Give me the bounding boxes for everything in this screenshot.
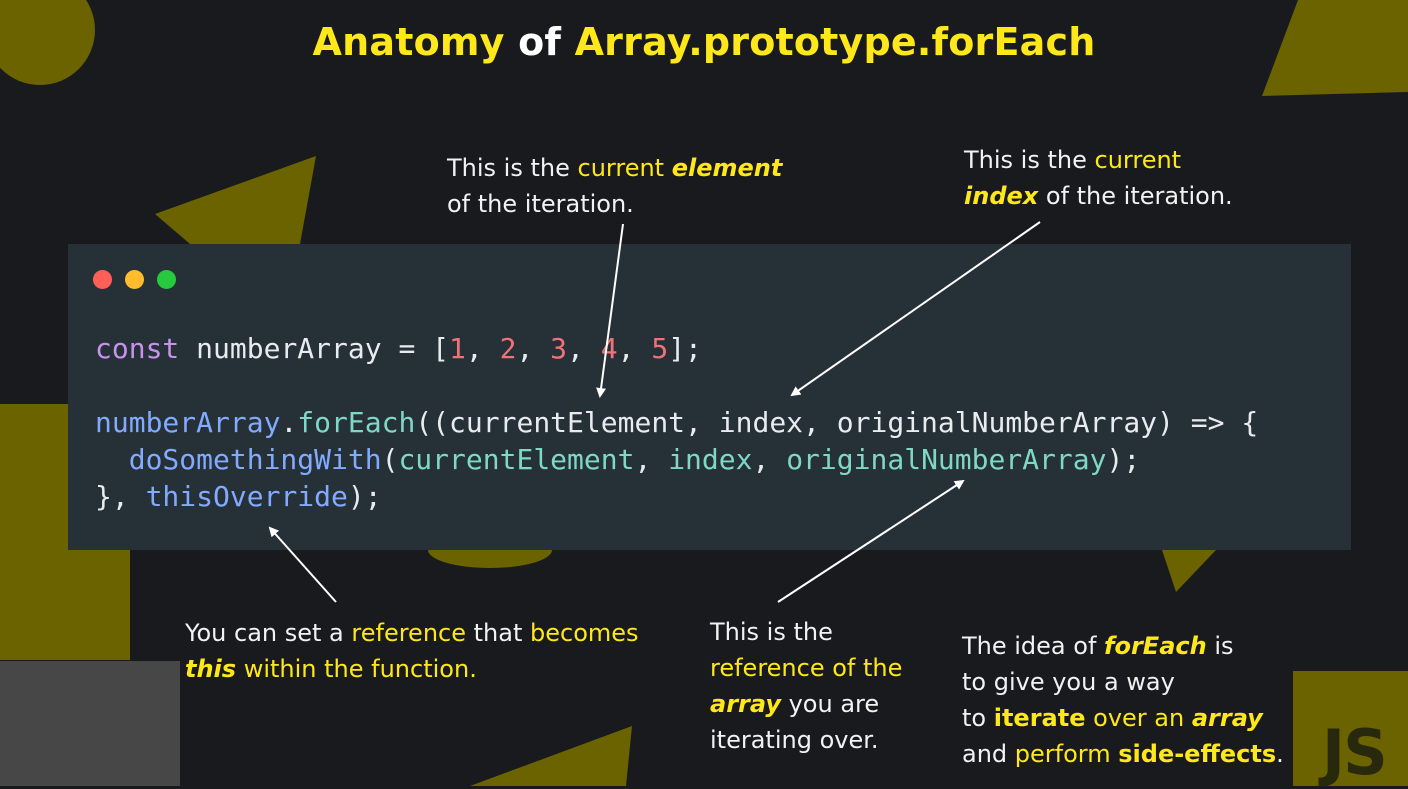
annotation-strong: side-effects (1118, 740, 1277, 768)
annotation-strong: iterate (993, 704, 1086, 732)
annotation-highlight: current (577, 154, 672, 182)
annotation-text: This is the (964, 146, 1095, 174)
code-line-2: numberArray.forEach((currentElement, ind… (95, 404, 1258, 441)
code-text: ( (381, 443, 399, 476)
annotation-current-index: This is the current index of the iterati… (964, 142, 1233, 214)
bg-triangle-right (1162, 550, 1216, 592)
minimize-dot (125, 270, 144, 289)
code-text: , (516, 332, 551, 365)
code-number: 3 (550, 332, 568, 365)
annotation-text: and (962, 740, 1015, 768)
annotation-emphasis: index (964, 182, 1039, 210)
code-text: , (634, 443, 669, 476)
js-logo-text: JS (1322, 716, 1388, 789)
annotation-text: you are (780, 690, 880, 718)
code-text: ); (347, 480, 382, 513)
annotation-text: to give you a way (962, 668, 1175, 696)
annotation-emphasis: array (710, 690, 781, 718)
page-title: Anatomy of Array.prototype.forEach (0, 20, 1408, 64)
maximize-dot (157, 270, 176, 289)
annotation-text: iterating over. (710, 726, 879, 754)
annotation-text: This is the (710, 618, 833, 646)
title-part-3: Array.prototype.forEach (574, 20, 1096, 64)
annotation-emphasis: array (1191, 704, 1263, 732)
annotation-text: You can set a (185, 619, 352, 647)
code-text: ); (1106, 443, 1141, 476)
annotation-emphasis: element (671, 154, 783, 182)
annotation-emphasis: this (185, 655, 237, 683)
annotation-highlight: reference of the (710, 654, 903, 682)
code-line-4: }, thisOverride); (95, 478, 382, 515)
code-text: ((currentElement, index, originalNumberA… (415, 406, 1259, 439)
bg-circle-topleft (0, 0, 95, 85)
annotation-highlight: current (1094, 146, 1182, 174)
annotation-array-reference: This is the reference of the array you a… (710, 614, 902, 758)
gray-overlay-box (0, 661, 180, 786)
annotation-text: to (962, 704, 994, 732)
bg-triangle-bottom (470, 726, 632, 786)
annotation-highlight: perform (1014, 740, 1111, 768)
title-part-2: of (504, 20, 575, 64)
annotation-text: that (466, 619, 530, 647)
annotation-text: This is the (447, 154, 578, 182)
code-text: , (465, 332, 500, 365)
code-text: , (752, 443, 787, 476)
code-keyword: const (95, 332, 180, 365)
annotation-text: The idea of (962, 632, 1105, 660)
code-text: , (617, 332, 652, 365)
code-number: 1 (449, 332, 466, 365)
code-text: , (567, 332, 601, 365)
code-identifier: numberArray (95, 406, 281, 439)
code-identifier: thisOverride (145, 480, 348, 513)
annotation-text: of the iteration. (1038, 182, 1233, 210)
close-dot (93, 270, 112, 289)
code-window (68, 244, 1351, 550)
code-line-1: const numberArray = [1, 2, 3, 4, 5]; (95, 330, 702, 367)
annotation-foreach-idea: The idea of forEach is to give you a way… (962, 628, 1284, 772)
js-logo-badge (1293, 671, 1408, 786)
code-number: 2 (499, 332, 517, 365)
bg-triangle-left (155, 156, 316, 244)
title-part-1: Anatomy (312, 20, 505, 64)
annotation-text: of the iteration. (447, 190, 634, 218)
code-argument: index (668, 443, 753, 476)
annotation-highlight: reference (351, 619, 466, 647)
annotation-highlight: becomes (530, 619, 639, 647)
code-argument: originalNumberArray (786, 443, 1107, 476)
code-number: 5 (651, 332, 669, 365)
code-text: }, (95, 480, 146, 513)
code-function: doSomethingWith (128, 443, 382, 476)
annotation-text: is (1206, 632, 1234, 660)
annotation-highlight: within the function. (236, 655, 477, 683)
annotation-emphasis: forEach (1104, 632, 1207, 660)
annotation-current-element: This is the current element of the itera… (447, 150, 782, 222)
annotation-this-reference: You can set a reference that becomes thi… (185, 615, 639, 687)
annotation-highlight: over an (1085, 704, 1192, 732)
bg-block-left (0, 404, 130, 660)
code-text: ]; (668, 332, 702, 365)
code-line-3: doSomethingWith(currentElement, index, o… (95, 441, 1141, 478)
code-argument: currentElement (398, 443, 635, 476)
bg-triangle-topright (1262, 0, 1408, 96)
annotation-text: . (1276, 740, 1284, 768)
code-indent (95, 443, 129, 476)
code-text: numberArray = [ (179, 332, 450, 365)
code-number: 4 (600, 332, 618, 365)
code-method: forEach (297, 406, 416, 439)
code-text: . (280, 406, 298, 439)
